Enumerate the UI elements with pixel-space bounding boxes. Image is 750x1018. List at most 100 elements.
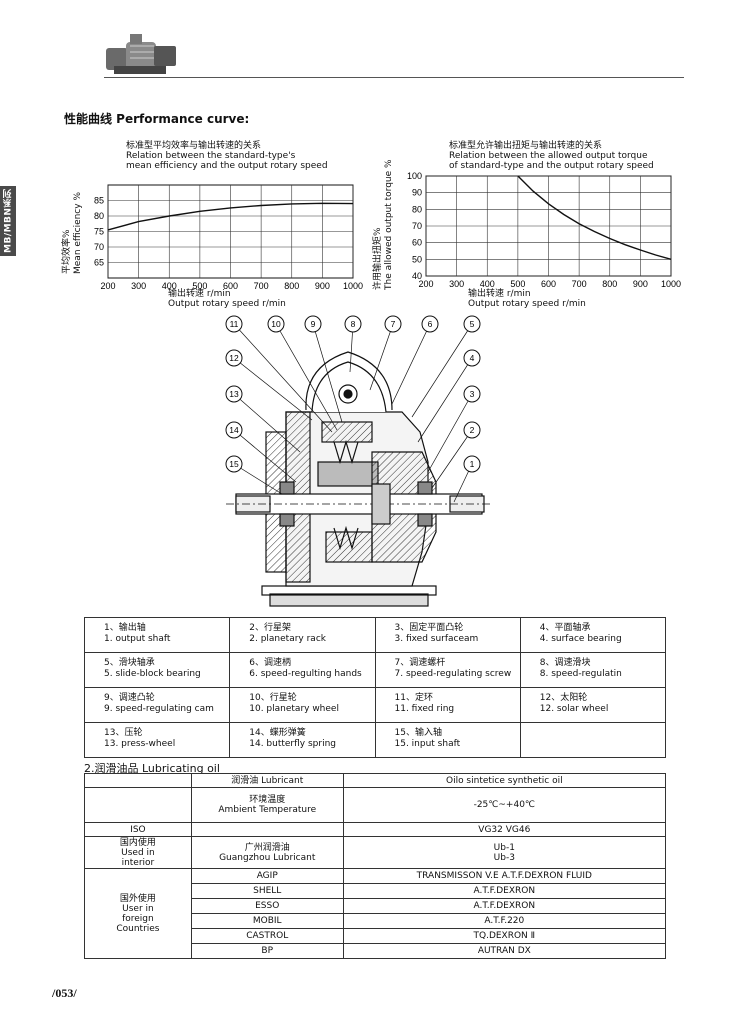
left-chart-xlabel-cn: 输出转速 r/min	[168, 289, 231, 299]
callout-number: 8	[351, 319, 356, 329]
leader-line	[312, 323, 343, 423]
leader-line	[233, 323, 333, 433]
callout-number: 7	[391, 319, 396, 329]
x-tick-label: 900	[633, 279, 648, 289]
right-chart-xlabel-cn: 输出转速 r/min	[468, 289, 531, 299]
x-tick-label: 900	[315, 281, 330, 290]
x-tick-label: 700	[254, 281, 269, 290]
x-tick-label: 500	[510, 279, 525, 289]
callout-circle	[463, 421, 481, 439]
callout-circle	[463, 385, 481, 403]
leader-line	[233, 357, 313, 421]
x-tick-label: 1000	[661, 279, 681, 289]
x-tick-label: 800	[602, 279, 617, 289]
leader-line	[427, 393, 473, 473]
callout-circle	[225, 455, 243, 473]
x-tick-label: 600	[223, 281, 238, 290]
callout-circle	[463, 315, 481, 333]
y-tick-label: 100	[407, 171, 422, 181]
callout-number: 15	[229, 459, 239, 469]
leader-line	[233, 393, 301, 453]
ambient-value: -25℃~+40℃	[342, 787, 667, 823]
x-tick-label: 400	[480, 279, 495, 289]
left-chart-xlabel-en: Output rotary speed r/min	[168, 299, 286, 309]
leader-line	[391, 323, 431, 405]
callout-circle	[225, 349, 243, 367]
brand-name: SHELL	[190, 883, 344, 899]
brand-name: CASTROL	[190, 928, 344, 944]
x-tick-label: 200	[100, 281, 115, 290]
y-tick-label: 90	[412, 188, 422, 198]
brand-name: MOBIL	[190, 913, 344, 929]
page-number: /053/	[52, 986, 77, 1000]
brand-value: TRANSMISSON V.E A.T.F.DEXRON FLUID	[342, 868, 667, 884]
x-tick-label: 500	[192, 281, 207, 290]
brand-value: A.T.F.220	[342, 913, 667, 929]
callout-number: 11	[230, 319, 239, 329]
callout-number: 2	[470, 425, 475, 435]
callout-circle	[384, 315, 402, 333]
callout-circle	[225, 315, 243, 333]
brand-value: AUTRAN DX	[342, 943, 667, 959]
callout-number: 5	[470, 319, 475, 329]
brand-name: BP	[190, 943, 344, 959]
y-tick-label: 65	[94, 258, 104, 268]
reducer-product-image	[106, 34, 176, 74]
y-tick-label: 85	[94, 196, 104, 206]
x-tick-label: 400	[162, 281, 177, 290]
callout-circle	[463, 349, 481, 367]
y-tick-label: 40	[412, 271, 422, 281]
lub-blank-cell	[84, 787, 192, 823]
lub-blank-cell	[190, 822, 344, 837]
series-tab: MB/MBN系列	[0, 186, 16, 256]
callout-circle	[225, 385, 243, 403]
callout-circle	[463, 455, 481, 473]
left-chart-caption-en1: Relation between the standard-type's	[126, 151, 296, 161]
leader-line	[417, 357, 473, 443]
brand-name: AGIP	[190, 868, 344, 884]
callout-number: 13	[229, 389, 239, 399]
y-tick-label: 70	[94, 242, 104, 252]
lub-blank-cell	[84, 773, 192, 788]
y-tick-label: 70	[412, 221, 422, 231]
leader-line	[233, 463, 283, 495]
y-tick-label: 80	[412, 204, 422, 214]
callout-circle	[267, 315, 285, 333]
left-chart-caption-cn: 标准型平均效率与输出转速的关系	[126, 141, 262, 151]
brand-value: A.T.F.DEXRON	[342, 883, 667, 899]
callout-number: 6	[428, 319, 433, 329]
y-tick-label: 75	[94, 227, 104, 237]
y-tick-label: 50	[412, 254, 422, 264]
callout-number: 1	[470, 459, 475, 469]
part-cell	[519, 722, 667, 758]
y-tick-label: 60	[412, 238, 422, 248]
callout-number: 12	[229, 353, 239, 363]
callout-circle	[304, 315, 322, 333]
header-rule	[104, 77, 684, 78]
x-tick-label: 800	[284, 281, 299, 290]
x-tick-label: 300	[131, 281, 146, 290]
iso-value: VG32 VG46	[342, 822, 667, 837]
x-tick-label: 300	[449, 279, 464, 289]
leader-line	[275, 323, 338, 431]
reducer-cross-section-drawing	[226, 351, 490, 607]
